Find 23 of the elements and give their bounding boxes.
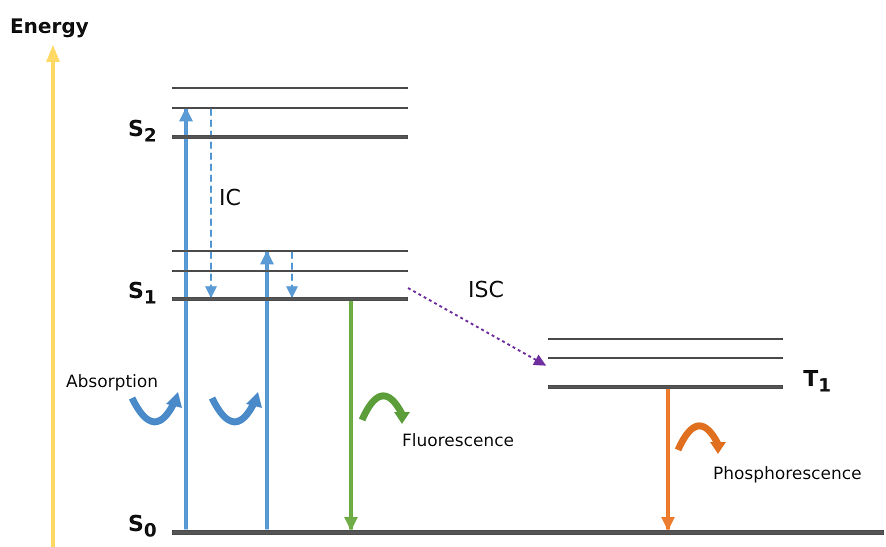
energy-sublevel-line bbox=[172, 250, 408, 252]
dashed-arrow bbox=[205, 108, 217, 298]
level-label: S$_{0}$ bbox=[128, 512, 157, 542]
energy-sublevel-line bbox=[172, 87, 408, 89]
energy-sublevel-line bbox=[548, 357, 783, 359]
energy-sublevel-line bbox=[172, 107, 408, 109]
arrow bbox=[179, 107, 193, 530]
process-label: Phosphorescence bbox=[713, 464, 862, 484]
arrow bbox=[661, 389, 675, 531]
process-label: IC bbox=[219, 186, 241, 211]
arrow bbox=[260, 250, 274, 530]
energy-sublevel-line bbox=[172, 270, 408, 272]
arrow bbox=[344, 301, 358, 531]
process-label: Absorption bbox=[66, 372, 158, 392]
level-label: T$_{1}$ bbox=[803, 367, 831, 396]
level-label: S$_{2}$ bbox=[128, 117, 157, 146]
dashed-arrow bbox=[286, 252, 298, 298]
dashed-arrow bbox=[408, 287, 546, 366]
level-label: S$_{1}$ bbox=[128, 279, 157, 308]
process-label: ISC bbox=[468, 278, 504, 303]
process-label: Fluorescence bbox=[402, 431, 514, 451]
axis-label: Energy bbox=[10, 14, 89, 38]
energy-sublevel-line bbox=[548, 338, 783, 340]
